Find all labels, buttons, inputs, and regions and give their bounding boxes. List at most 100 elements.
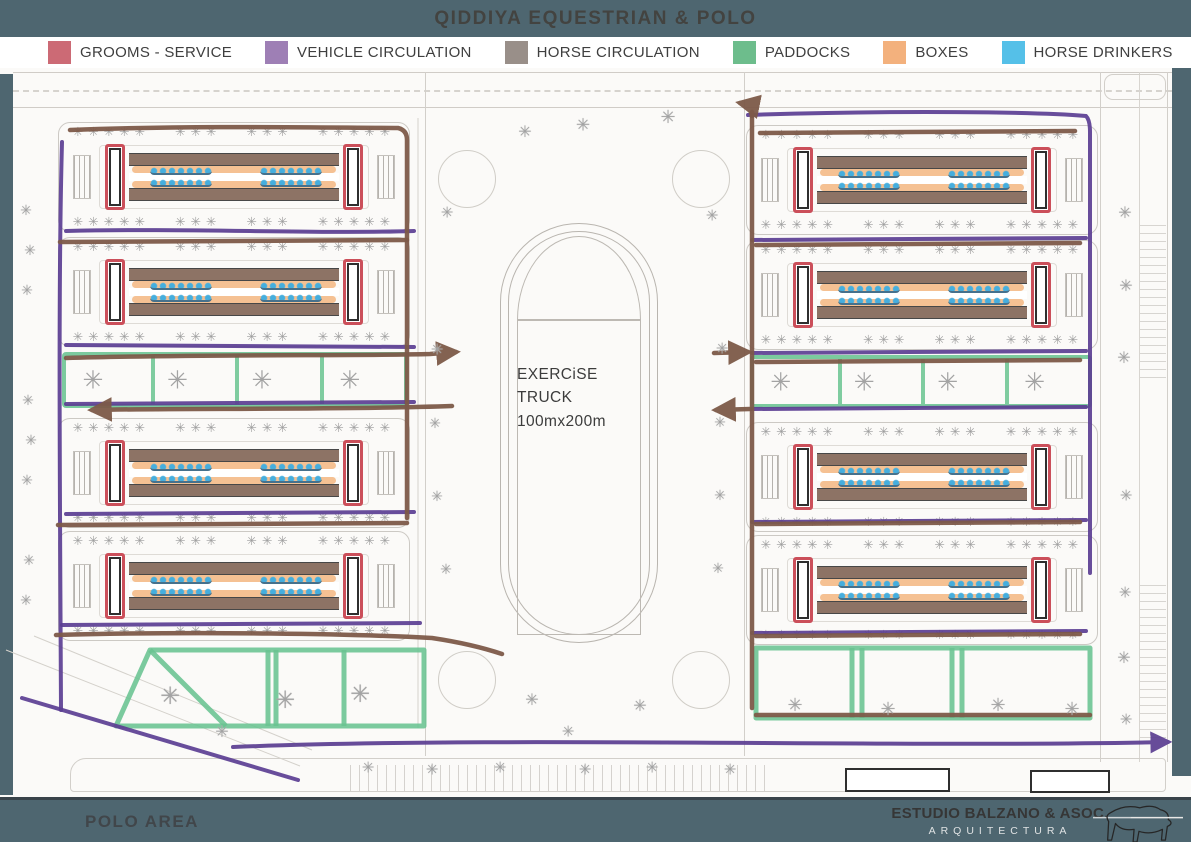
- tree-icon: ✳: [645, 758, 659, 777]
- boxes-strip: [132, 575, 336, 582]
- tree-icon: ✳: [21, 283, 33, 299]
- paddock: ✳✳✳✳: [62, 352, 408, 408]
- parking-hatch: [73, 451, 91, 495]
- legend-item-label: GROOMS - SERVICE: [80, 44, 233, 61]
- horse-drinkers-swatch-icon: [1001, 41, 1025, 64]
- parking-hatch: [377, 155, 395, 199]
- horse-circulation-strip: [817, 601, 1027, 614]
- stable-building: ✳✳✳✳✳ ✳✳✳ ✳✳✳ ✳✳✳✳✳✳✳✳✳✳ ✳✳✳ ✳✳✳ ✳✳✳✳✳: [746, 535, 1098, 645]
- horse-circulation-strip: [817, 271, 1027, 284]
- paddock-divider: [837, 359, 842, 404]
- tree-icon: ✳: [853, 367, 875, 396]
- grooms-service-block: [105, 259, 125, 325]
- corridor: [817, 586, 1027, 594]
- tree-row: ✳✳✳✳✳ ✳✳✳ ✳✳✳ ✳✳✳✳✳: [72, 239, 396, 254]
- horse-drinkers-icon: [259, 463, 322, 471]
- tree-icon: ✳: [22, 393, 34, 409]
- tree-icon: ✳: [714, 415, 726, 431]
- stable-core: [817, 566, 1027, 614]
- horse-drinkers-icon: [150, 463, 213, 471]
- tree-icon: ✳: [1117, 648, 1131, 667]
- track-infield: [517, 320, 641, 635]
- parking-hatch: [761, 158, 779, 202]
- page-title: QIDDIYA EQUESTRIAN & POLO: [434, 8, 757, 29]
- horse-circulation-strip: [129, 484, 339, 497]
- tree-icon: ✳: [274, 686, 296, 714]
- horse-circulation-strip: [129, 303, 339, 316]
- tree-icon: ✳: [349, 680, 371, 708]
- horse-circulation-strip: [817, 453, 1027, 466]
- tree-icon: ✳: [25, 433, 37, 449]
- header-bar: QIDDIYA EQUESTRIAN & POLO: [0, 0, 1191, 37]
- tree-icon: ✳: [1119, 276, 1133, 295]
- paddocks-swatch-icon: [732, 41, 756, 64]
- exercise-track: [500, 223, 658, 643]
- right-margin-road: [1100, 72, 1168, 762]
- grooms-service-block: [105, 440, 125, 506]
- legend-item-label: HORSE DRINKERS: [1033, 44, 1173, 61]
- tree-icon: ✳: [339, 365, 361, 395]
- boxes-strip: [820, 579, 1024, 586]
- legend-item-boxes: BOXES: [883, 41, 968, 64]
- horse-circulation-strip: [817, 156, 1027, 169]
- parking-hatch: [377, 564, 395, 608]
- horse-drinkers-icon: [947, 467, 1010, 475]
- legend-item-label: HORSE CIRCULATION: [536, 44, 700, 61]
- left-frame-strip: [0, 74, 13, 795]
- grooms-service-block: [343, 144, 363, 210]
- tree-icon: ✳: [1119, 710, 1133, 729]
- grooms-service-block: [343, 259, 363, 325]
- tree-row: ✳✳✳✳✳ ✳✳✳ ✳✳✳ ✳✳✳✳✳: [72, 420, 396, 435]
- tree-icon: ✳: [518, 122, 532, 141]
- stable-parcel: ✳✳✳✳✳ ✳✳✳ ✳✳✳ ✳✳✳✳✳✳✳✳✳✳ ✳✳✳ ✳✳✳ ✳✳✳✳✳: [746, 240, 1098, 350]
- stable-core: [129, 449, 339, 497]
- track-label: EXERCiSE TRUCK 100mx200m: [517, 363, 657, 433]
- horse-drinkers-icon: [947, 297, 1010, 305]
- horse-drinkers-icon: [838, 467, 901, 475]
- tree-row: ✳✳✳✳✳ ✳✳✳ ✳✳✳ ✳✳✳✳✳: [72, 533, 396, 548]
- parking-hatch: [761, 273, 779, 317]
- roundabout: [1104, 74, 1166, 100]
- legend-item-paddocks: PADDOCKS: [732, 41, 851, 64]
- tree-icon: ✳: [20, 593, 32, 609]
- boxes-strip: [820, 594, 1024, 601]
- legend-item-label: BOXES: [915, 44, 969, 61]
- tree-icon: ✳: [1119, 486, 1133, 505]
- tree-icon: ✳: [167, 365, 189, 395]
- grooms-service-block: [793, 147, 813, 213]
- tree-circle: [672, 651, 730, 709]
- parking-hatch: [1140, 578, 1166, 738]
- tree-icon: ✳: [1118, 583, 1132, 602]
- tree-row: ✳✳✳✳✳ ✳✳✳ ✳✳✳ ✳✳✳✳✳: [72, 622, 396, 638]
- tree-icon: ✳: [440, 562, 452, 578]
- stable-core: [129, 562, 339, 610]
- tree-icon: ✳: [21, 473, 33, 489]
- tree-icon: ✳: [575, 115, 591, 136]
- tree-icon: ✳: [23, 553, 35, 569]
- legend-item-horse-drinkers: HORSE DRINKERS: [1001, 41, 1173, 64]
- outbuilding: [845, 768, 950, 792]
- site-plan: EXERCiSE TRUCK 100mx200m ✳✳✳✳✳ ✳✳✳ ✳✳✳ ✳…: [0, 68, 1191, 797]
- horse-drinkers-icon: [947, 285, 1010, 293]
- grooms-service-block: [343, 553, 363, 619]
- tree-icon: ✳: [1117, 348, 1131, 367]
- tree-icon: ✳: [159, 682, 181, 710]
- tree-icon: ✳: [660, 107, 676, 128]
- tree-row: ✳✳✳✳✳ ✳✳✳ ✳✳✳ ✳✳✳✳✳: [760, 513, 1084, 529]
- animal-logo-icon: [1092, 805, 1183, 842]
- paddock-divider: [319, 356, 324, 404]
- horse-circulation-strip: [129, 188, 339, 201]
- stable-building: ✳✳✳✳✳ ✳✳✳ ✳✳✳ ✳✳✳✳✳✳✳✳✳✳ ✳✳✳ ✳✳✳ ✳✳✳✳✳: [746, 240, 1098, 350]
- tree-icon: ✳: [1024, 367, 1046, 396]
- horse-drinkers-icon: [947, 592, 1010, 600]
- central-parcel: [425, 72, 745, 756]
- grooms-service-block: [1031, 147, 1051, 213]
- tree-icon: ✳: [770, 367, 792, 396]
- outbuilding: [1030, 770, 1110, 793]
- tree-row: ✳✳✳✳✳ ✳✳✳ ✳✳✳ ✳✳✳✳✳: [72, 213, 396, 229]
- tree-row: ✳✳✳✳✳ ✳✳✳ ✳✳✳ ✳✳✳✳✳: [760, 242, 1084, 257]
- tree-icon: ✳: [714, 488, 726, 504]
- parking-hatch: [1065, 273, 1083, 317]
- stable-building: ✳✳✳✳✳ ✳✳✳ ✳✳✳ ✳✳✳✳✳✳✳✳✳✳ ✳✳✳ ✳✳✳ ✳✳✳✳✳: [746, 422, 1098, 532]
- legend-item-label: PADDOCKS: [764, 44, 851, 61]
